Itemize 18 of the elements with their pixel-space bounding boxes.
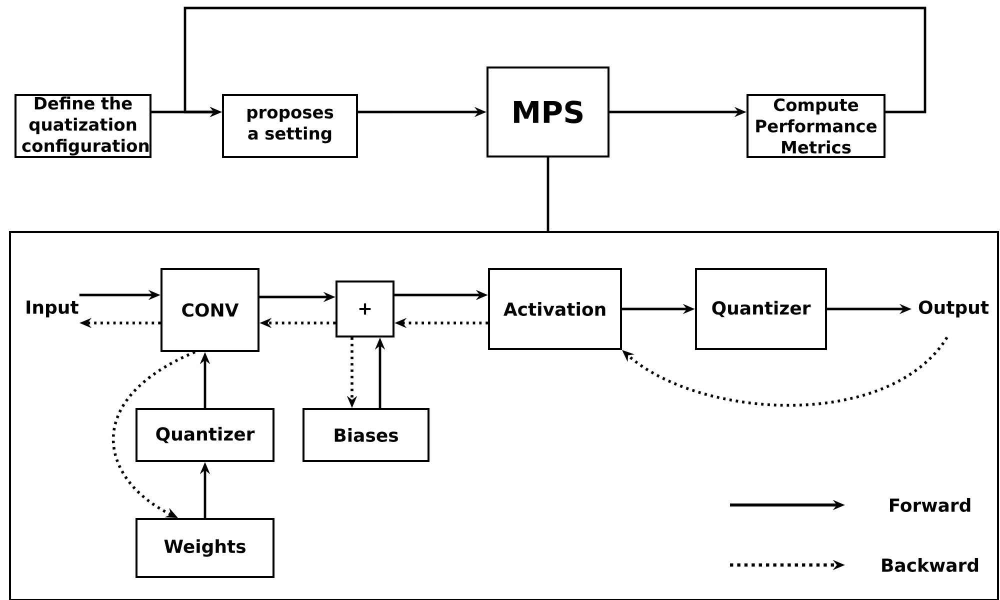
layer-box: Biases xyxy=(302,408,430,462)
arrow xyxy=(112,350,196,518)
process-box: proposes a setting xyxy=(222,94,358,158)
layer-box: Quantizer xyxy=(695,268,827,350)
sum-box: + xyxy=(336,280,394,338)
process-box: MPS xyxy=(486,66,610,158)
legend-label: Backward xyxy=(882,558,978,572)
layer-box: Activation xyxy=(488,268,622,350)
process-box: Define the quatization configuration xyxy=(14,94,152,158)
process-box: Compute Performance Metrics xyxy=(746,94,886,158)
layer-box: CONV xyxy=(160,268,260,352)
layer-box: Weights xyxy=(136,518,274,578)
layer-box: Quantizer xyxy=(136,408,274,462)
input-label: Input xyxy=(26,300,78,318)
panel-box xyxy=(9,231,999,600)
legend-label: Forward xyxy=(890,498,970,512)
connector-line xyxy=(546,158,550,231)
output-label: Output xyxy=(918,300,989,318)
